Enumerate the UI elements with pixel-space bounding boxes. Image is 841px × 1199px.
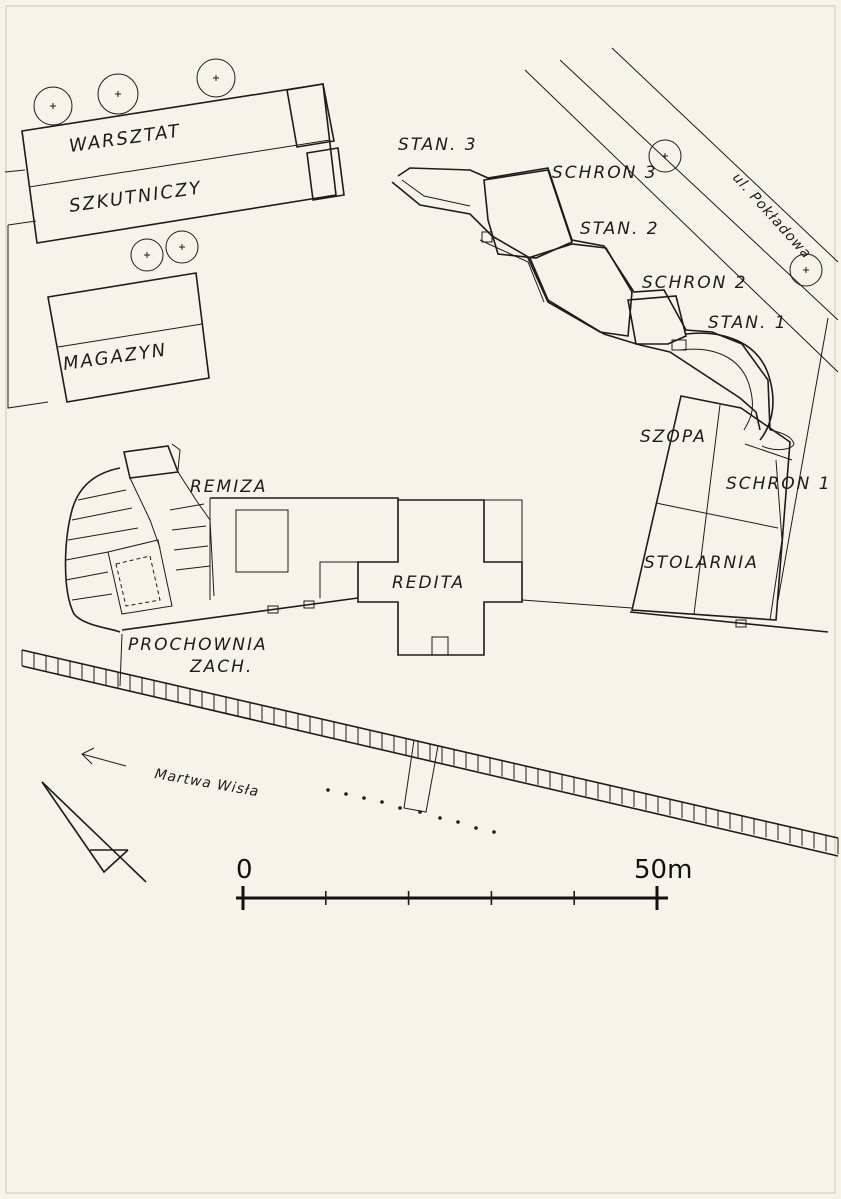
flow-arrow-icon — [81, 747, 127, 767]
building-szopa-stolarnia — [521, 395, 829, 633]
label-szkutniczy: SZKUTNICZY — [68, 177, 204, 216]
label-stan1: STAN. 1 — [708, 313, 788, 333]
quay-edge — [21, 649, 839, 857]
scale-end-label: 50m — [634, 855, 692, 885]
street-lines — [524, 47, 839, 601]
label-stan3: STAN. 3 — [398, 135, 478, 155]
label-remiza: REMIZA — [190, 477, 268, 497]
label-stolarnia: STOLARNIA — [644, 553, 759, 573]
scale-bar: 0 50m — [236, 855, 692, 910]
tree-icon — [33, 58, 823, 287]
label-warsztat: WARSZTAT — [68, 120, 183, 156]
building-prochownia — [64, 443, 747, 687]
label-magazyn: MAGAZYN — [62, 340, 169, 375]
map-labels: WARSZTAT SZKUTNICZY MAGAZYN STAN. 3 SCHR… — [62, 120, 832, 800]
label-zach: ZACH. — [189, 657, 253, 677]
label-prochownia: PROCHOWNIA — [128, 635, 268, 655]
building-magazyn — [47, 272, 210, 403]
north-arrow-icon — [41, 781, 147, 883]
dotted-line — [326, 788, 496, 834]
label-river: Martwa Wisła — [153, 766, 260, 800]
building-redita — [209, 497, 523, 656]
label-schron3: SCHRON 3 — [552, 163, 658, 183]
label-stan2: STAN. 2 — [580, 219, 660, 239]
battery-positions — [391, 167, 795, 451]
label-schron1: SCHRON 1 — [726, 474, 832, 494]
label-redita: REDITA — [392, 573, 465, 593]
label-szopa: SZOPA — [640, 427, 707, 447]
sheet-frame — [5, 5, 836, 1194]
building-warsztat — [4, 83, 345, 409]
label-schron2: SCHRON 2 — [642, 273, 748, 293]
label-street: ul. Pokładowa — [729, 170, 814, 262]
scale-start-label: 0 — [236, 855, 253, 885]
